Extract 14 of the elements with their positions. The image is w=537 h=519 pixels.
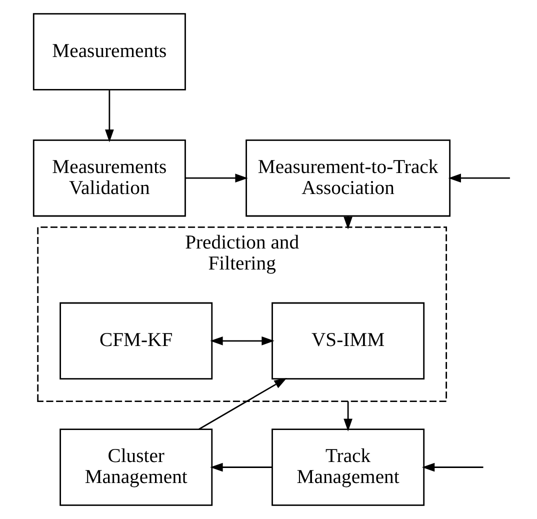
arrow — [210, 462, 272, 472]
node-box: Measurements — [32, 13, 186, 90]
node-box: VS-IMM — [271, 302, 424, 380]
arrow — [104, 90, 114, 142]
arrow — [343, 401, 352, 432]
arrow — [448, 174, 510, 183]
arrow — [421, 462, 483, 472]
arrow — [198, 378, 286, 430]
node-box: Cluster Management — [59, 428, 212, 506]
node-box: Track Management — [271, 428, 424, 506]
arrow — [184, 174, 248, 183]
node-box: Measurements Validation — [32, 139, 186, 217]
arrow — [210, 336, 274, 346]
node-box: CFM-KF — [59, 302, 212, 380]
